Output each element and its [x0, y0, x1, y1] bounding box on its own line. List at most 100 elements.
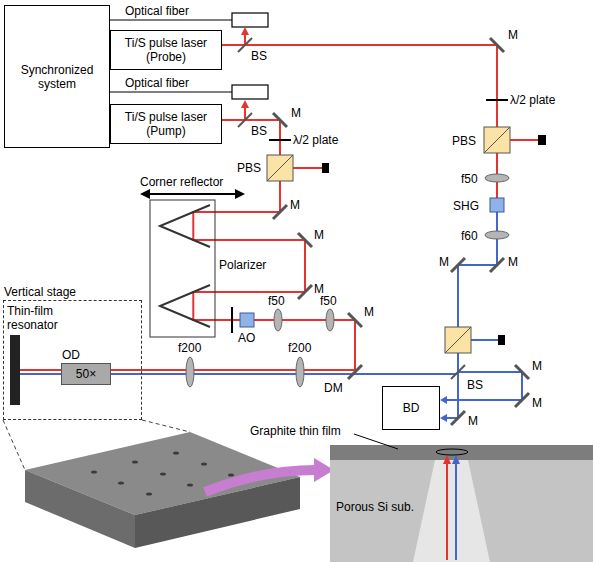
node-text: Ti/S pulse laser (Probe) — [114, 36, 218, 64]
resonator-chip — [146, 492, 152, 495]
corner-reflector — [160, 205, 210, 247]
node-text: 50× — [76, 367, 96, 381]
part-label: f50 — [461, 172, 478, 186]
part-label: M — [508, 255, 518, 269]
resonator-chip — [201, 462, 207, 465]
lens — [296, 357, 304, 387]
cross-section — [455, 462, 457, 560]
laser-box: Ti/S pulse laser (Probe) — [110, 30, 222, 70]
beam-splitter — [238, 113, 252, 127]
corner-reflector — [150, 200, 215, 337]
probe-blue-beam — [20, 212, 522, 560]
lens — [485, 231, 509, 239]
detector-box: BD — [382, 386, 440, 430]
optical-fiber — [232, 13, 268, 27]
part-label: λ/2 plate — [293, 133, 338, 147]
cross-section — [446, 462, 448, 560]
part-label: BS — [251, 49, 267, 63]
red-arrowhead — [241, 27, 249, 35]
lens — [186, 174, 509, 387]
cross-section — [443, 455, 451, 464]
corner-reflector — [140, 189, 150, 199]
mirror — [490, 258, 504, 272]
cross-section — [413, 460, 490, 562]
resonator-chip — [187, 483, 193, 486]
part-label: Corner reflector — [140, 175, 223, 189]
beam-splitter — [238, 38, 465, 379]
part-label: M — [290, 198, 300, 212]
probe-blue-beam — [471, 339, 498, 341]
mirror — [298, 285, 312, 299]
mirror — [515, 393, 529, 407]
part-label: M — [364, 305, 374, 319]
mirror — [348, 365, 362, 379]
polarizing-beam-splitter — [484, 127, 510, 153]
part-label: AO — [238, 331, 255, 345]
node-text: Ti/S pulse laser (Pump) — [114, 110, 218, 138]
resonator-chip — [160, 472, 166, 475]
polarizer — [231, 307, 233, 333]
resonator-chip — [228, 473, 234, 476]
corner-reflector — [160, 285, 210, 327]
half-wave-plate — [269, 139, 291, 141]
objective-box: OD50× — [61, 363, 111, 385]
half-wave-plate — [486, 99, 508, 101]
beam-block — [322, 163, 329, 173]
zoom-arrow — [205, 458, 334, 492]
part-label: λ/2 plate — [510, 93, 555, 107]
probe-blue-beam — [446, 372, 522, 400]
thin-film-resonator — [10, 335, 20, 405]
crystal — [240, 313, 254, 327]
red-arrowhead — [241, 100, 249, 108]
mirror — [273, 113, 287, 127]
cross-section — [452, 455, 460, 464]
mirror — [348, 313, 362, 327]
part-label: f200 — [178, 341, 201, 355]
cross-section — [436, 449, 468, 455]
pump-probe-red-beam — [222, 45, 497, 198]
blue-arrowhead — [440, 414, 447, 422]
part-label: SHG — [453, 199, 479, 213]
resonator-chip — [118, 481, 124, 484]
part-label: Polarizer — [219, 258, 266, 272]
part-label: M — [314, 228, 324, 242]
leader-line — [354, 434, 398, 449]
resonator-chip — [173, 451, 179, 454]
probe-blue-beam — [455, 462, 457, 560]
part-label: Optical fiber — [125, 76, 189, 90]
polarizing-beam-splitter — [267, 127, 510, 353]
mirror — [490, 38, 504, 52]
part-label: DM — [324, 381, 343, 395]
part-label: BS — [251, 124, 267, 138]
node-heading: OD — [62, 348, 80, 362]
part-label: Graphite thin film — [250, 424, 341, 438]
node-text: BD — [403, 401, 420, 415]
cross-section — [330, 445, 593, 460]
polarizing-beam-splitter — [484, 127, 510, 153]
zoom-leader — [142, 420, 190, 432]
part-label: M — [314, 282, 324, 296]
part-label: BS — [467, 378, 483, 392]
optical-fiber — [110, 91, 232, 92]
zoom-leader — [3, 420, 25, 470]
mirror — [273, 205, 287, 219]
part-label: M — [439, 255, 449, 269]
controller-box: Synchronized system — [4, 5, 110, 148]
probe-blue-beam — [446, 212, 497, 418]
optical-fiber — [110, 13, 268, 99]
cross-section — [330, 445, 593, 562]
corner-reflector — [146, 193, 239, 195]
resonator-chip — [91, 470, 97, 473]
polarizing-beam-splitter — [267, 155, 293, 181]
lens — [274, 309, 282, 331]
laser-box: Ti/S pulse laser (Pump) — [110, 104, 222, 144]
node-text: Synchronized system — [8, 63, 106, 91]
resonator-chip — [25, 432, 300, 548]
resonator-chip — [132, 460, 138, 463]
part-label: M — [532, 359, 542, 373]
pump-probe-red-beam — [20, 120, 355, 370]
beam-block — [538, 135, 546, 145]
part-label: f60 — [461, 229, 478, 243]
stage-region: Vertical stageThin-film resonatorOD50× — [3, 300, 142, 420]
